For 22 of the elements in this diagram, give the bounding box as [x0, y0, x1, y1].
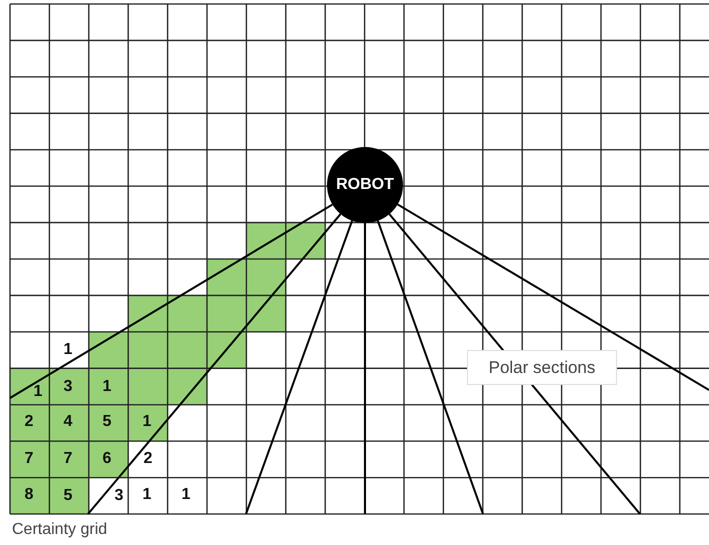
cell-value: 1: [182, 486, 190, 504]
robot-circle: [327, 147, 403, 223]
cell-value: 5: [102, 413, 112, 431]
note-box: [467, 350, 617, 385]
cell-value: 6: [102, 450, 112, 468]
cell-value: 5: [64, 487, 72, 505]
node-label: Polar sections: [488, 358, 596, 378]
cell-value: 7: [64, 450, 72, 468]
cell-value: 1: [102, 378, 112, 396]
cell-value: 4: [64, 413, 72, 431]
cell-value: 7: [24, 450, 34, 468]
node-label: ROBOT: [336, 176, 394, 194]
cell-value: 1: [142, 486, 152, 504]
caption: Certainty grid: [12, 521, 108, 539]
cell-value: 2: [144, 450, 152, 468]
cell-value: 1: [142, 413, 152, 431]
cell-value: 8: [24, 486, 34, 504]
cell-value: 1: [64, 341, 72, 359]
cell-value: 3: [64, 378, 72, 396]
cell-value: 3: [114, 487, 124, 505]
cell-value: 1: [34, 383, 42, 401]
cell-value: 2: [24, 413, 34, 431]
